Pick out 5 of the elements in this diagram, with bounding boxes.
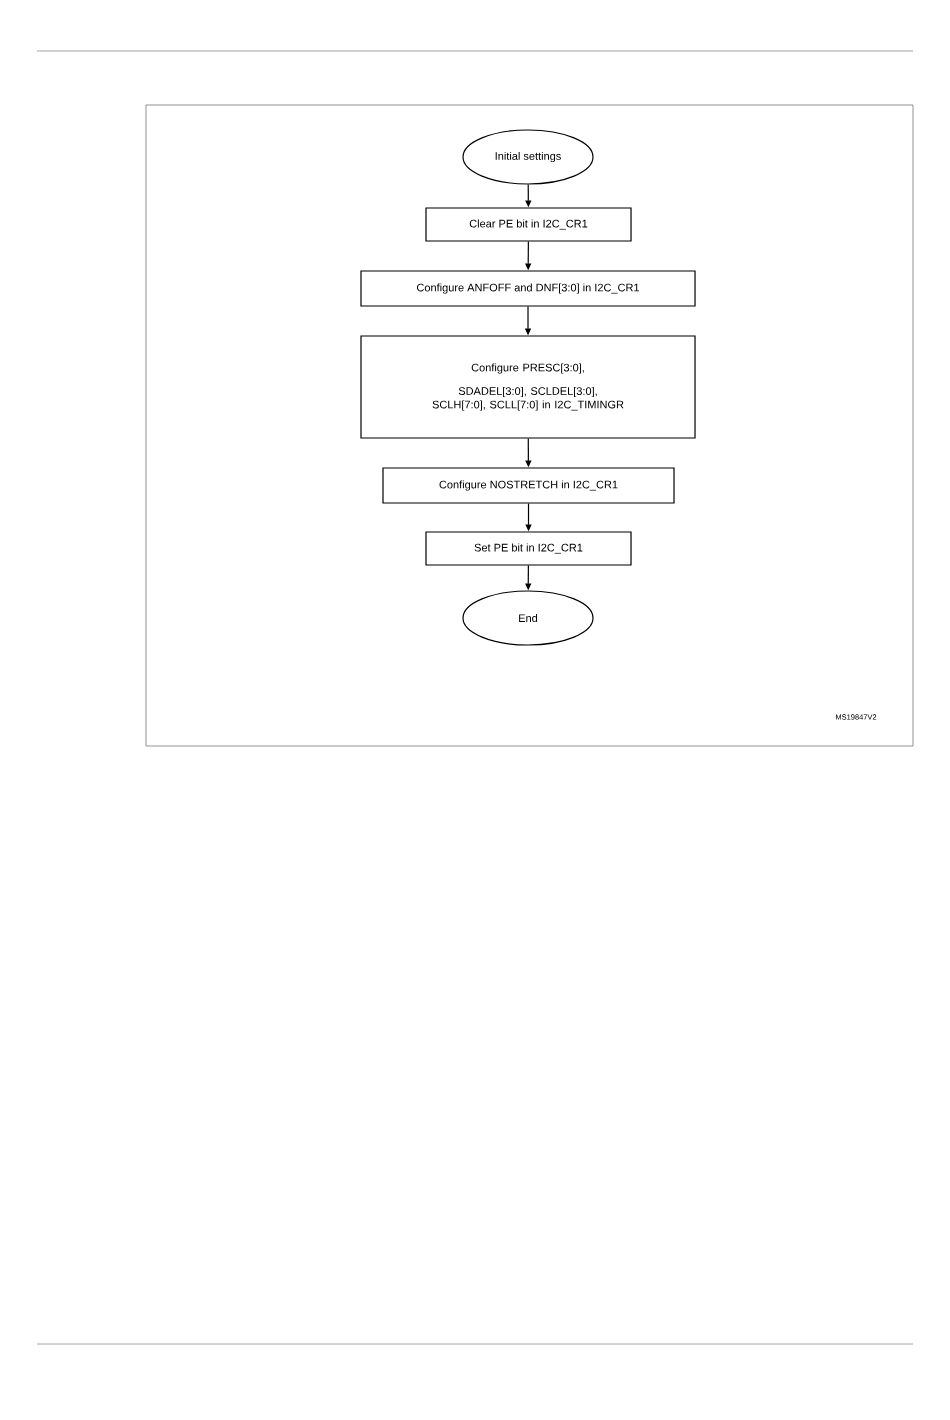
- process-box: Configure PRESC[3:0], SDADEL[3:0], SCLDEL[3:0], SCLH[7:0], SCLL[7:0] in I2C_TIMINGR: [360, 335, 696, 439]
- process-box: Clear PE bit in I2C_CR1: [425, 207, 632, 242]
- process-box: Configure ANFOFF and DNF[3:0] in I2C_CR1: [360, 270, 696, 307]
- process-box: Set PE bit in I2C_CR1: [425, 531, 632, 566]
- process-box: Configure NOSTRETCH in I2C_CR1: [382, 467, 675, 504]
